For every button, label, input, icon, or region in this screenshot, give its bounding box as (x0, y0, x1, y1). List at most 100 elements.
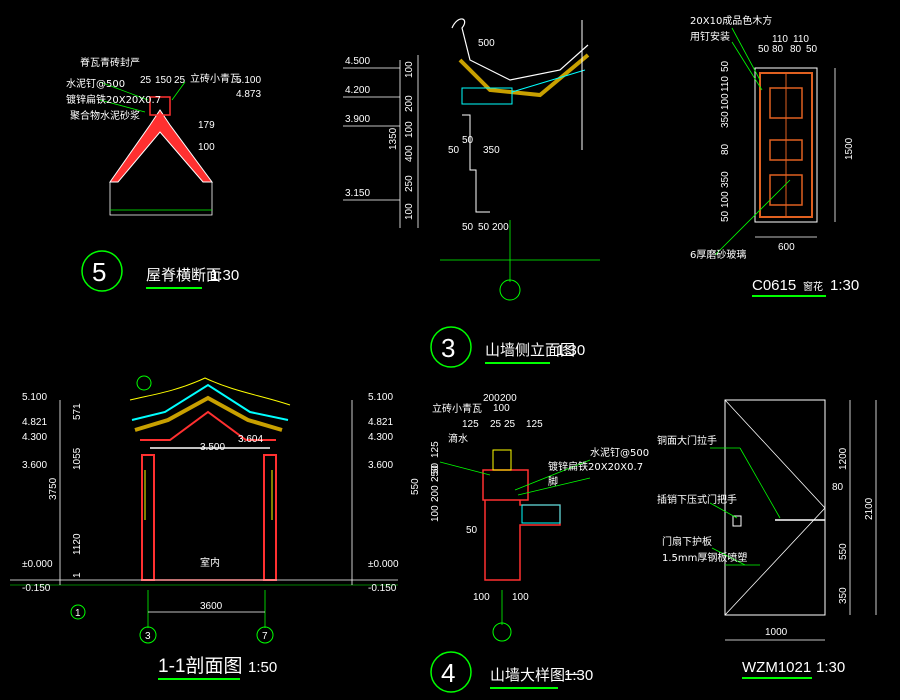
section-dim-v-1: 571 (72, 403, 83, 420)
section-revision-cloud (129, 377, 291, 406)
section-dim-v-4: 1120 (72, 533, 83, 555)
axis-3-bubble (139, 626, 157, 644)
window-dim-top-3: 110 (772, 34, 788, 45)
detail-5-title: 屋脊横断面 (146, 266, 221, 284)
gable-detail-note-2: 水泥钉@500 (590, 446, 649, 459)
gable-dim-h-4: 350 (483, 145, 500, 156)
gable-detail-dim-top-2: 200 (500, 393, 517, 404)
axis-7-bubble (256, 626, 274, 644)
section-title: 1-1剖面图 (158, 655, 242, 677)
section-roof-outline (131, 383, 289, 421)
section-elev-right-1: 5.100 (368, 392, 393, 403)
ridge-leader (99, 99, 146, 113)
gable-dim-v-4: 1350 (388, 127, 399, 150)
gable-wall-profile (462, 114, 490, 213)
window-leader (731, 27, 761, 81)
axis-7-label: 7 (262, 631, 268, 642)
detail-5-bubble (81, 250, 123, 292)
gable-detail-leader (514, 459, 591, 491)
door-wzm1021: 铜面大门拉手 插销下压式门把手 门扇下护板 1.5mm厚钢板喷塑 1200 80… (657, 399, 877, 679)
window-dim-top-4: 110 (793, 34, 809, 45)
section-tiles (134, 395, 283, 432)
gable-dim-h-1: 500 (478, 38, 495, 49)
door-height: 2100 (864, 497, 875, 520)
section-elev-left-4: 3.600 (22, 460, 47, 471)
detail-4-scale: 1:30 (564, 667, 593, 684)
gable-dim-h-5: 50 (462, 222, 474, 233)
door-width: 1000 (765, 627, 788, 638)
window-note-2: 用钉安装 (690, 30, 730, 43)
window-dim-left-5: 80 (720, 143, 731, 155)
detail-5-ridge-section: 脊瓦青砖封严 水泥钉@500 镀锌扁铁20X20X0.7 聚合物水泥砂浆 25 … (66, 56, 261, 292)
ridge-dim-3: 25 (174, 75, 186, 86)
section-span: 3600 (200, 601, 223, 612)
section-elev-right-3: 4.300 (368, 432, 393, 443)
section-dim-v-5: 1 (72, 572, 83, 578)
gable-roof-line (511, 69, 586, 93)
gable-detail-dim-bottom-2: 100 (512, 592, 529, 603)
window-dim-left-8: 50 (720, 210, 731, 222)
door-note-3: 门扇下护板 (662, 535, 712, 548)
window-dim-left-4: 350 (720, 111, 731, 128)
section-elev-right-4: 3.600 (368, 460, 393, 471)
gable-dim-v-3: 100 (404, 121, 415, 138)
door-leader (739, 447, 781, 519)
section-dim-v-2: 1055 (72, 447, 83, 470)
ridge-dim-1: 25 (140, 75, 152, 86)
section-scale: 1:50 (248, 659, 277, 676)
gable-detail-dim-top-7: 125 (526, 419, 543, 430)
gable-detail-dim-left-1: 125 (430, 441, 441, 458)
ridge-dim-5: 100 (198, 142, 215, 153)
gable-detail-cap (482, 469, 529, 501)
door-latch (732, 515, 742, 527)
door-dim-2: 80 (832, 482, 844, 493)
gable-dim-h-7: 200 (492, 222, 509, 233)
gable-detail-note-3: 镀锌扁铁20X20X0.7 (548, 460, 643, 473)
door-frame (724, 399, 826, 616)
gable-dim-v-7: 100 (404, 203, 415, 220)
window-dim-left-1: 50 (720, 60, 731, 72)
section-elev-left-1: 5.100 (22, 392, 47, 403)
gable-elev-2: 4.200 (345, 85, 370, 96)
window-leader (714, 179, 791, 256)
ridge-top-label: 立砖小青瓦 (190, 72, 240, 85)
detail-3-gable-elevation: 4.500 4.200 3.900 3.150 100 200 100 1350… (343, 18, 600, 368)
detail-5-scale: 1:30 (210, 267, 239, 284)
section-elev-left-6: -0.150 (22, 583, 51, 594)
gable-detail-axis-bubble (492, 622, 512, 642)
section-rafters (140, 410, 276, 441)
section-elev-left-2: 4.821 (22, 417, 47, 428)
section-callout: 1 (75, 608, 81, 619)
section-elev-right-6: -0.150 (368, 583, 397, 594)
ridge-note-4: 聚合物水泥砂浆 (70, 109, 140, 122)
gable-detail-dim-left-5: 200 (430, 485, 441, 502)
door-dim-4: 350 (838, 587, 849, 604)
door-note-4: 1.5mm厚钢板喷塑 (662, 551, 747, 564)
gable-detail-dim-top-4: 125 (462, 419, 479, 430)
window-leader (731, 41, 763, 91)
gable-eave-profile (451, 18, 589, 81)
gable-detail-dim-top-3: 100 (493, 403, 510, 414)
gable-detail-dim-left-3: 550 (410, 478, 421, 495)
window-dim-top-1: 50 (758, 44, 770, 55)
gable-elev-4: 3.150 (345, 188, 370, 199)
window-dim-left-3: 100 (720, 93, 731, 110)
detail-3-number: 3 (441, 333, 455, 363)
door-swing-lines (724, 399, 826, 616)
ridge-elev-1: 5.100 (236, 75, 261, 86)
door-code: WZM1021 (742, 659, 811, 676)
window-scale: 1:30 (830, 277, 859, 294)
gable-detail-top-label: 立砖小青瓦 (432, 402, 482, 415)
gable-detail-dim-left-4: 100 (430, 505, 441, 522)
section-inner-3: 3.604 (238, 434, 263, 445)
ridge-elev-2: 4.873 (236, 89, 261, 100)
gable-detail-dim-left-6: 250 (430, 465, 441, 482)
ridge-ground-line (109, 182, 213, 216)
gable-detail-dim-left-2: 50 (430, 462, 441, 474)
section-wall-right (263, 454, 277, 581)
section-elev-left-3: 4.300 (22, 432, 47, 443)
ridge-dim-2: 150 (155, 75, 172, 86)
detail-4-number: 4 (441, 658, 455, 688)
